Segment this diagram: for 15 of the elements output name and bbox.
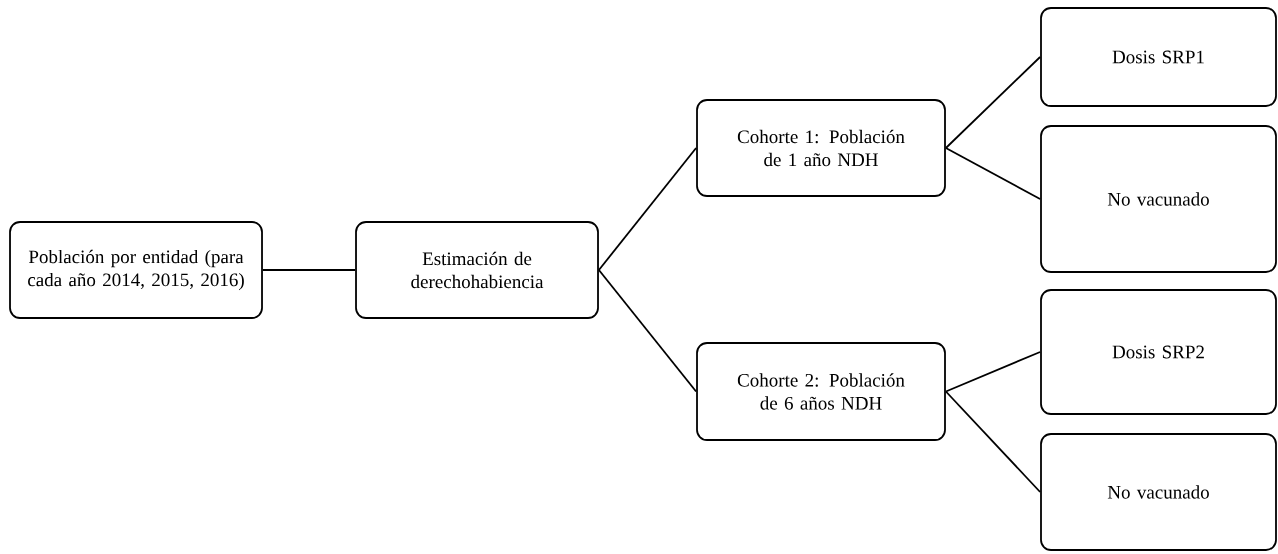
process-box: Estimación de derechohabiencia	[355, 221, 599, 319]
process-box: No vacunado	[1040, 433, 1277, 551]
connector-line	[945, 147, 1041, 200]
connector-line	[945, 351, 1041, 393]
connector-line	[598, 147, 697, 271]
process-box: Cohorte 1: Población de 1 año NDH	[696, 99, 946, 197]
connector-line	[598, 269, 697, 393]
connector-line	[945, 390, 1041, 493]
process-box: Dosis SRP1	[1040, 7, 1277, 107]
process-box: Dosis SRP2	[1040, 289, 1277, 415]
process-box: No vacunado	[1040, 125, 1277, 273]
connector-line	[262, 269, 356, 271]
connector-line	[945, 56, 1041, 149]
process-box: Cohorte 2: Población de 6 años NDH	[696, 342, 946, 441]
process-box: Población por entidad (para cada año 2014, 2015, 2016)	[9, 221, 263, 319]
